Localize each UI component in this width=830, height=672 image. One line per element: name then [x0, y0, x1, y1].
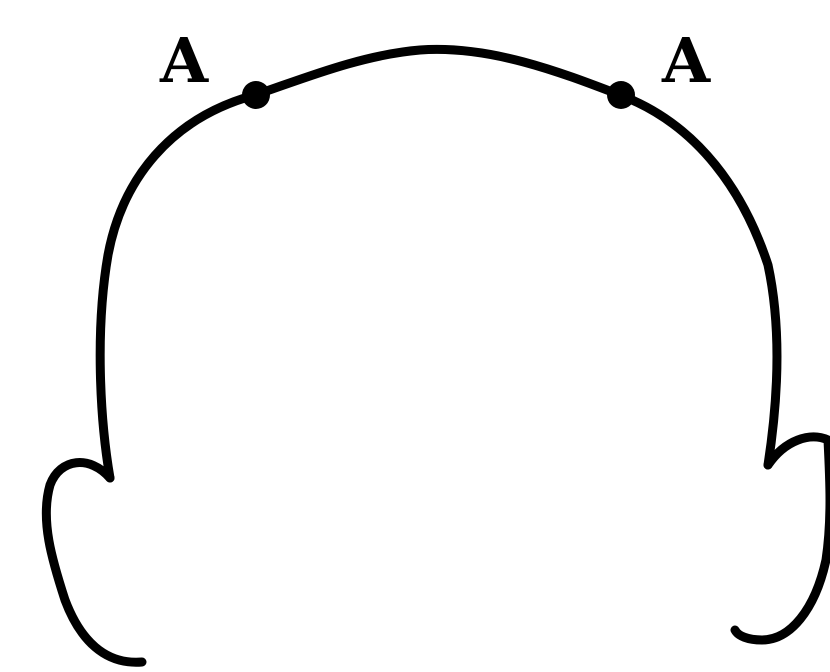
point-label-left: A [160, 30, 208, 92]
head-outline-curve [100, 49, 777, 478]
point-label-right: A [662, 30, 710, 92]
right-ear-curve [735, 437, 830, 640]
point-a-left-marker [242, 81, 270, 109]
point-a-right-marker [607, 81, 635, 109]
left-ear-curve [46, 463, 142, 663]
